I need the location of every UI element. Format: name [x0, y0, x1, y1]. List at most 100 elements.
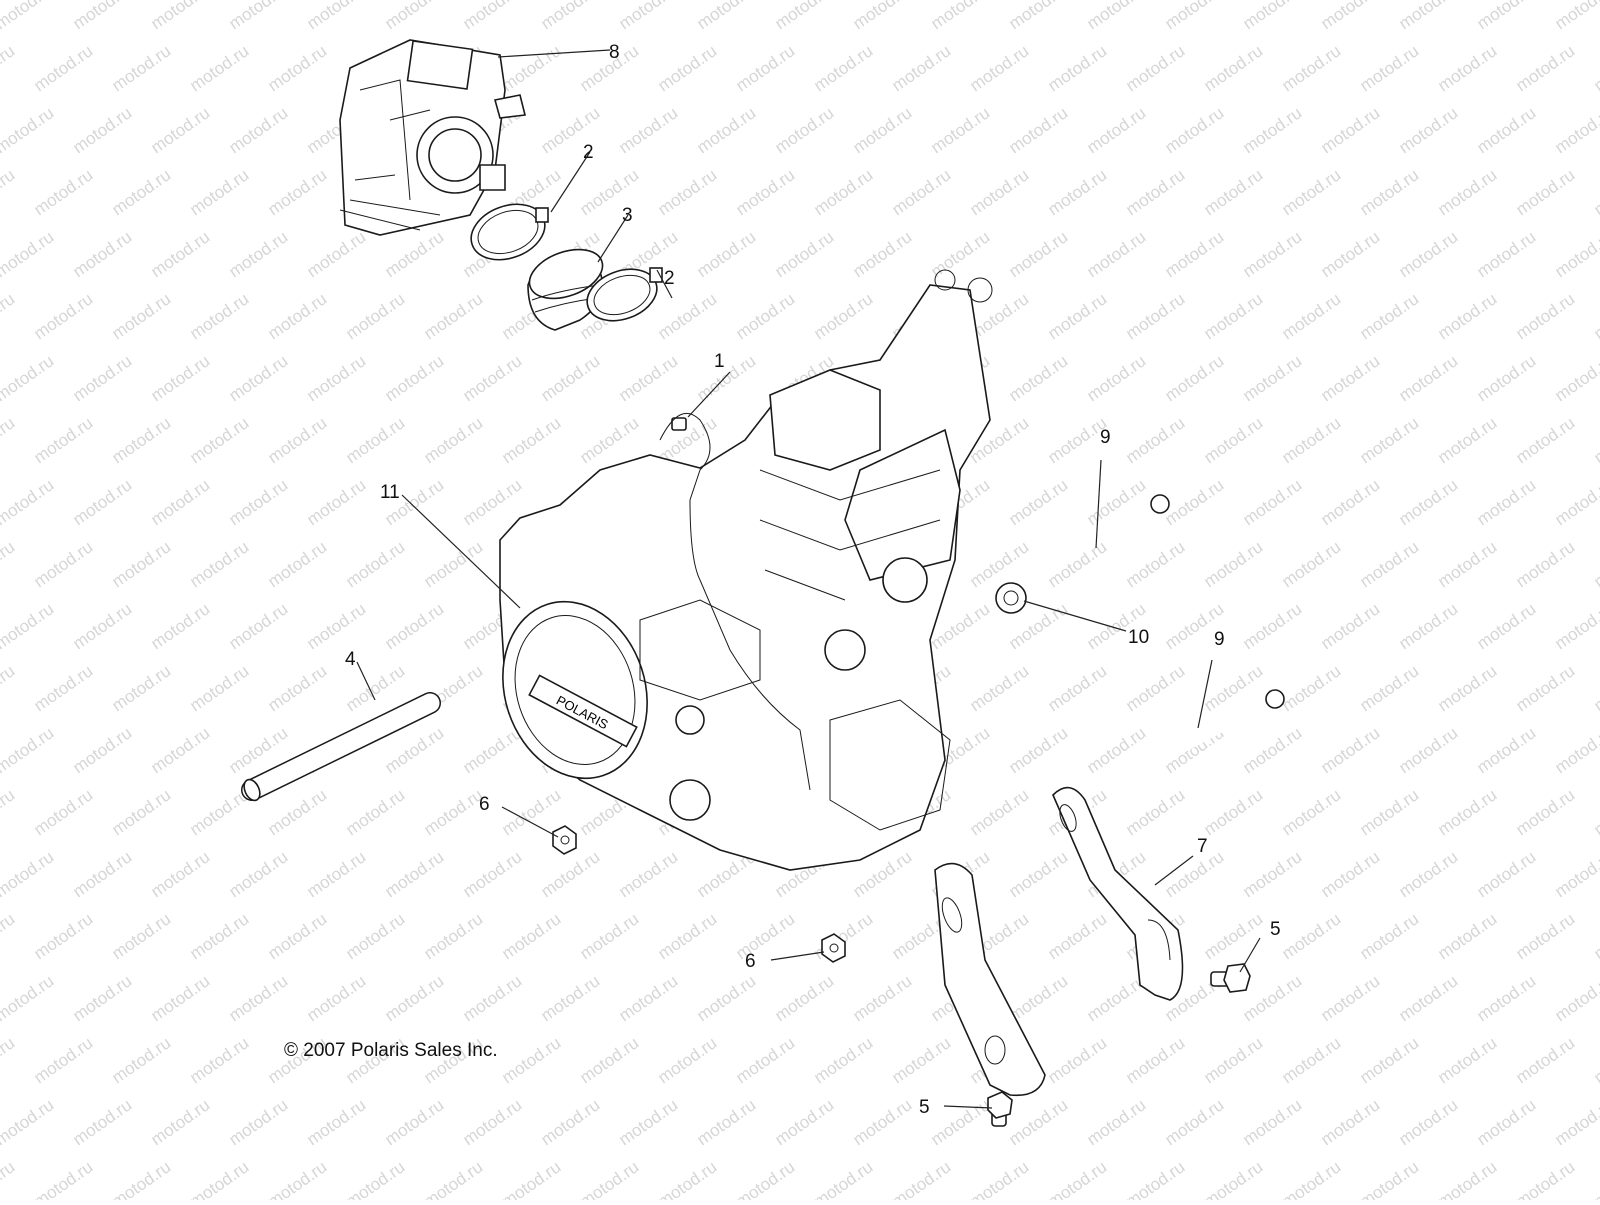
watermark-text: motod.ru [69, 599, 135, 653]
callout-9b: 9 [1214, 629, 1225, 650]
watermark-text: motod.ru [1044, 1033, 1110, 1087]
watermark-text: motod.ru [225, 0, 291, 33]
watermark-text: motod.ru [420, 413, 486, 467]
watermark-text: motod.ru [1161, 475, 1227, 529]
watermark-text: motod.ru [1551, 0, 1600, 33]
watermark-text: motod.ru [732, 909, 798, 963]
watermark-text: motod.ru [1395, 599, 1461, 653]
watermark-text: motod.ru [1434, 289, 1500, 343]
watermark-text: motod.ru [0, 971, 57, 1025]
watermark-text: motod.ru [615, 0, 681, 33]
watermark-text: motod.ru [186, 1033, 252, 1087]
watermark-text: motod.ru [1356, 909, 1422, 963]
watermark-text: motod.ru [69, 351, 135, 405]
watermark-text: motod.ru [1512, 1157, 1578, 1200]
watermark-text: motod.ru [1395, 475, 1461, 529]
watermark-text: motod.ru [1161, 227, 1227, 281]
watermark-text: motod.ru [537, 971, 603, 1025]
watermark-text: motod.ru [264, 661, 330, 715]
watermark-text: motod.ru [1512, 41, 1578, 95]
watermark-text: motod.ru [576, 909, 642, 963]
callout-5b: 5 [919, 1097, 930, 1118]
watermark-text: motod.ru [1551, 351, 1600, 405]
watermark-text: motod.ru [1239, 0, 1305, 33]
watermark-text: motod.ru [1200, 537, 1266, 591]
watermark-text: motod.ru [225, 971, 291, 1025]
watermark-text: motod.ru [225, 351, 291, 405]
watermark-text: motod.ru [1590, 289, 1600, 343]
watermark-text: motod.ru [459, 0, 525, 33]
watermark-text: motod.ru [810, 289, 876, 343]
watermark-text: motod.ru [1239, 847, 1305, 901]
watermark-text: motod.ru [1317, 1095, 1383, 1149]
watermark-text: motod.ru [1005, 1095, 1071, 1149]
watermark-text: motod.ru [498, 41, 564, 95]
watermark-text: motod.ru [420, 537, 486, 591]
watermark-text: motod.ru [693, 971, 759, 1025]
watermark-text: motod.ru [1005, 227, 1071, 281]
watermark-text: motod.ru [1356, 785, 1422, 839]
watermark-text: motod.ru [1278, 1157, 1344, 1200]
watermark-text: motod.ru [303, 971, 369, 1025]
watermark-text: motod.ru [108, 537, 174, 591]
watermark-text: motod.ru [108, 1033, 174, 1087]
watermark-text: motod.ru [1590, 165, 1600, 219]
watermark-text: motod.ru [615, 103, 681, 157]
watermark-text: motod.ru [108, 909, 174, 963]
callout-3: 3 [622, 205, 633, 226]
watermark-text: motod.ru [1239, 103, 1305, 157]
watermark-text: motod.ru [30, 41, 96, 95]
watermark-text: motod.ru [1278, 413, 1344, 467]
watermark-text: motod.ru [1044, 661, 1110, 715]
watermark-text: motod.ru [498, 909, 564, 963]
watermark-text: motod.ru [732, 41, 798, 95]
plug [671, 417, 687, 431]
watermark-text: motod.ru [615, 971, 681, 1025]
watermark-text: motod.ru [108, 1157, 174, 1200]
watermark-text: motod.ru [0, 351, 57, 405]
watermark-text: motod.ru [1551, 103, 1600, 157]
watermark-text: motod.ru [498, 1157, 564, 1200]
watermark-text: motod.ru [303, 847, 369, 901]
watermark-text: motod.ru [732, 1157, 798, 1200]
watermark-text: motod.ru [30, 909, 96, 963]
hose-clamp-lower [586, 267, 663, 322]
watermark-text: motod.ru [30, 537, 96, 591]
watermark-text: motod.ru [810, 41, 876, 95]
watermark-text: motod.ru [1200, 289, 1266, 343]
watermark-text: motod.ru [1122, 165, 1188, 219]
watermark-text: motod.ru [1512, 289, 1578, 343]
watermark-text: motod.ru [342, 413, 408, 467]
watermark-text: motod.ru [849, 1095, 915, 1149]
watermark-text: motod.ru [69, 0, 135, 33]
watermark-text: motod.ru [1161, 847, 1227, 901]
watermark-text: motod.ru [1590, 1157, 1600, 1200]
watermark-text: motod.ru [1512, 537, 1578, 591]
watermark-text: motod.ru [420, 289, 486, 343]
callout-5a: 5 [1270, 919, 1281, 940]
watermark-text: motod.ru [888, 1033, 954, 1087]
lock-washer [995, 582, 1027, 614]
watermark-text: motod.ru [1395, 227, 1461, 281]
watermark-text: motod.ru [1590, 661, 1600, 715]
watermark-text: motod.ru [1083, 351, 1149, 405]
watermark-text: motod.ru [186, 41, 252, 95]
watermark-text: motod.ru [1083, 475, 1149, 529]
watermark-text: motod.ru [1512, 909, 1578, 963]
watermark-text: motod.ru [888, 1157, 954, 1200]
watermark-text: motod.ru [1317, 103, 1383, 157]
watermark-text: motod.ru [537, 0, 603, 33]
watermark-text: motod.ru [810, 1033, 876, 1087]
watermark-text: motod.ru [225, 599, 291, 653]
watermark-text: motod.ru [1122, 289, 1188, 343]
watermark-text: motod.ru [342, 909, 408, 963]
watermark-text: motod.ru [1239, 351, 1305, 405]
cylinder-head [769, 369, 881, 471]
watermark-text: motod.ru [498, 413, 564, 467]
watermark-text: motod.ru [1590, 909, 1600, 963]
watermark-text: motod.ru [69, 971, 135, 1025]
watermark-text: motod.ru [342, 289, 408, 343]
watermark-text: motod.ru [1200, 41, 1266, 95]
watermark-text: motod.ru [147, 599, 213, 653]
watermark-text: motod.ru [732, 289, 798, 343]
